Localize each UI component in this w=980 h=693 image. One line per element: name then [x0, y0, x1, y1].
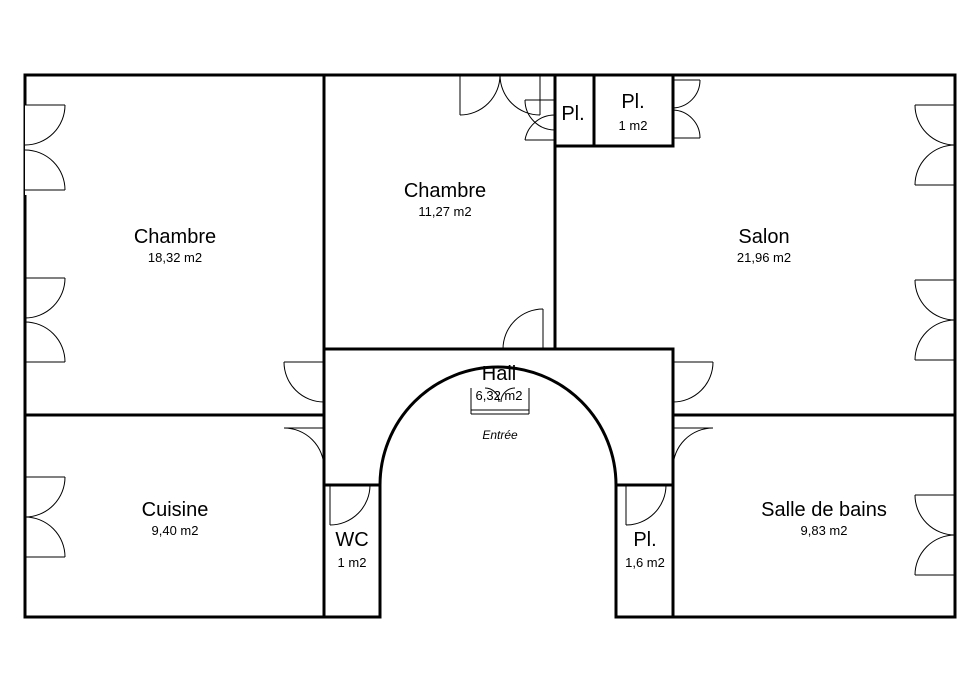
door-chambre-left — [283, 361, 325, 403]
wall-placard-top — [592, 73, 675, 148]
window-salon-2 — [914, 279, 956, 361]
room-area-wc: 1 m2 — [338, 555, 367, 570]
door-entrance — [470, 387, 530, 415]
door-wc — [329, 484, 371, 526]
room-name-placard-bottom: Pl. — [633, 529, 656, 551]
room-labels: Chambre 18,32 m2 Chambre 11,27 m2 Pl. Pl… — [134, 91, 887, 570]
openings — [24, 74, 956, 576]
door-salon — [672, 361, 714, 403]
room-area-placard-top: 1 m2 — [619, 118, 648, 133]
door-chambre-mid — [502, 308, 544, 350]
walls — [23, 73, 957, 619]
room-name-placard-small: Pl. — [561, 103, 584, 125]
room-area-cuisine: 9,40 m2 — [152, 523, 199, 538]
room-area-chambre-left: 18,32 m2 — [148, 250, 202, 265]
wall-wc — [322, 483, 382, 619]
room-name-salle-de-bains: Salle de bains — [761, 499, 887, 521]
door-placard-small — [524, 99, 556, 141]
outer-wall-right — [555, 73, 957, 619]
window-chambre-mid — [459, 74, 541, 116]
room-name-salon: Salon — [738, 226, 789, 248]
window-chambre-left-1 — [24, 104, 66, 195]
window-salle-de-bains — [914, 494, 956, 576]
room-name-hall: Hall — [482, 363, 516, 385]
room-area-salon: 21,96 m2 — [737, 250, 791, 265]
window-cuisine — [24, 476, 66, 558]
room-name-chambre-left: Chambre — [134, 226, 216, 248]
room-name-cuisine: Cuisine — [142, 499, 209, 521]
wall-placard-bottom — [614, 483, 675, 619]
room-area-placard-bottom: 1,6 m2 — [625, 555, 665, 570]
room-area-salle-de-bains: 9,83 m2 — [801, 523, 848, 538]
room-name-chambre-mid: Chambre — [404, 180, 486, 202]
entrance-arch — [378, 365, 618, 487]
entrance-label: Entrée — [482, 428, 518, 442]
window-salon-1 — [914, 104, 956, 186]
room-name-wc: WC — [335, 529, 368, 551]
room-area-hall: 6,32 m2 — [476, 388, 523, 403]
door-placard-top — [672, 79, 701, 139]
room-area-chambre-mid: 11,27 m2 — [418, 204, 471, 219]
door-salle-de-bains — [672, 427, 714, 469]
room-name-placard-top: Pl. — [621, 91, 644, 113]
window-chambre-left-2 — [24, 277, 66, 363]
outer-wall-left — [23, 73, 559, 619]
door-cuisine — [283, 427, 325, 469]
door-placard-bottom — [625, 484, 667, 526]
